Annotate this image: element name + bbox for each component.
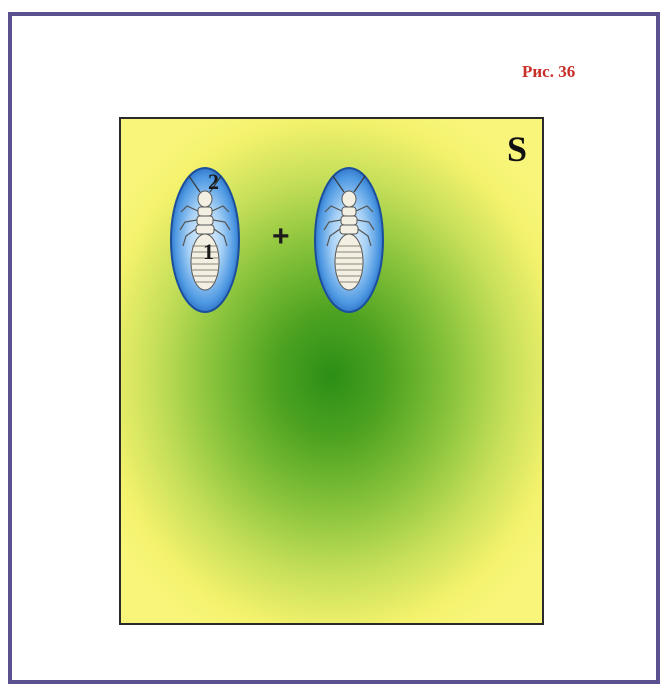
figure-label: Рис. 36 [522, 62, 575, 82]
termite-right-icon [313, 166, 385, 314]
set-label: S [507, 131, 527, 167]
marker-1: 1 [203, 241, 214, 263]
plus-operator: + [272, 222, 290, 252]
marker-2: 2 [208, 171, 219, 193]
